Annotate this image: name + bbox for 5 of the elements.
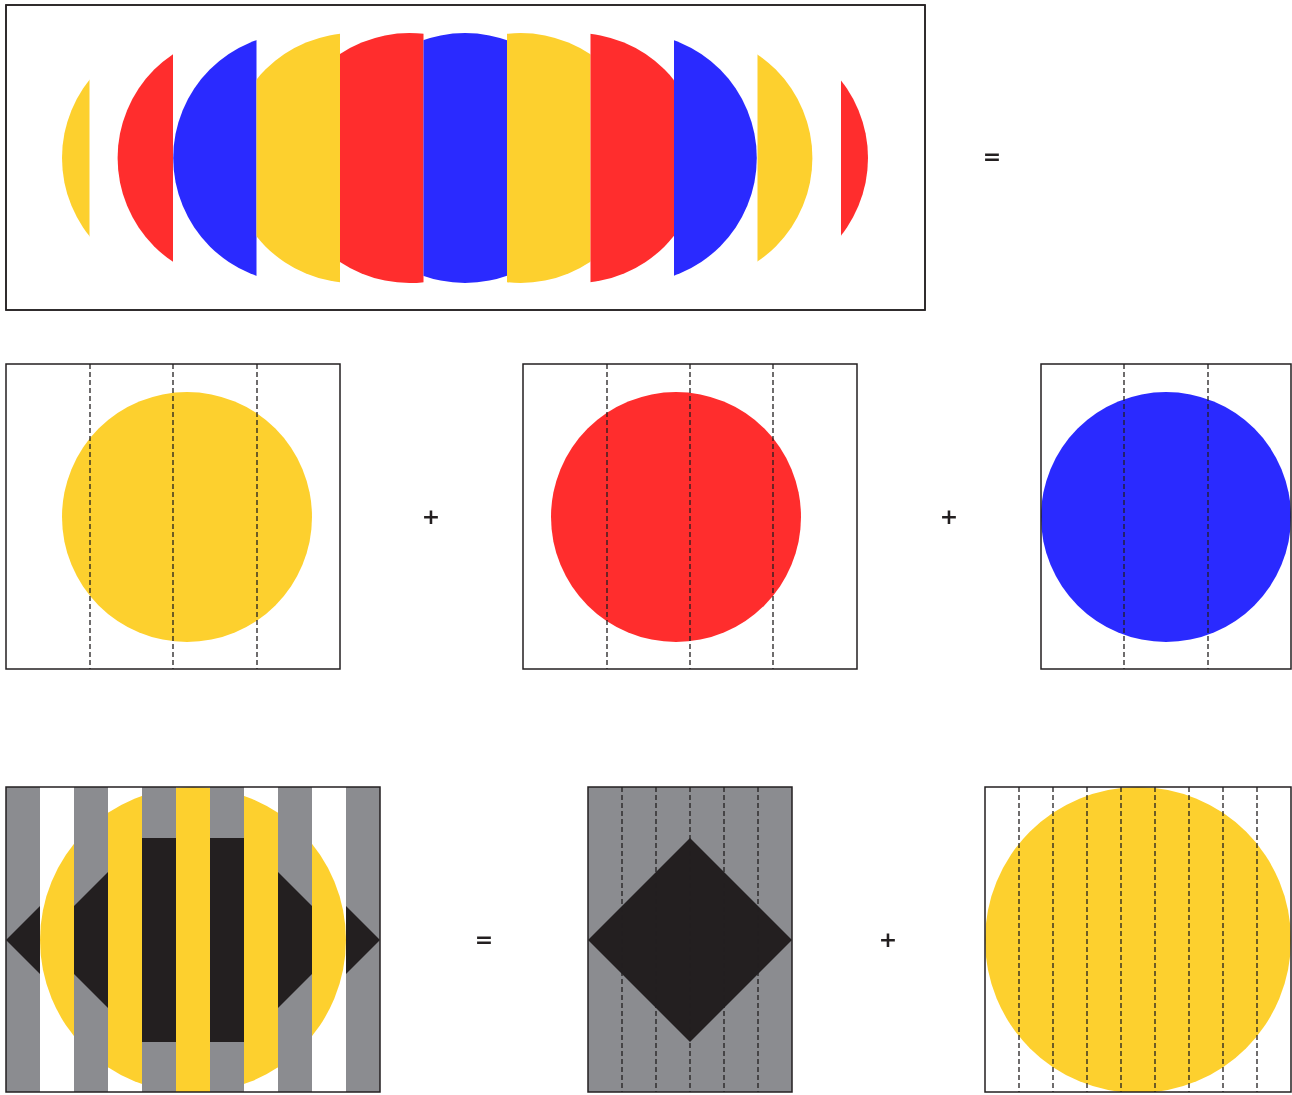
operator-symbol: + [939,506,959,528]
operator-symbol: + [878,929,898,951]
operator-symbol: = [474,929,494,951]
operator-symbol: + [421,506,441,528]
operator-symbol: = [982,146,1002,168]
